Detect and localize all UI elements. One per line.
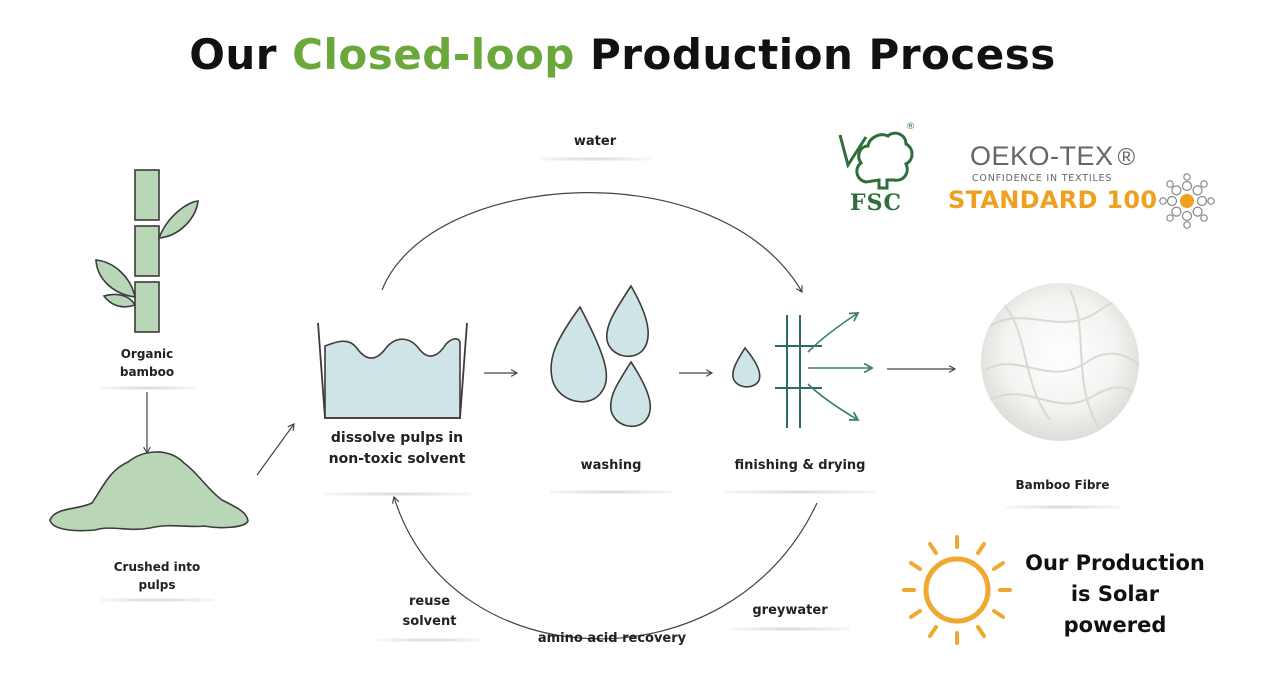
svg-text:®: ® (906, 122, 915, 132)
pulp-icon (49, 451, 249, 532)
arrow-return-loop (391, 495, 818, 640)
bamboo-fibre-image (981, 283, 1139, 441)
label-organic-bamboo: Organic bamboo (119, 347, 175, 379)
oeko-tex-brand: OEKO-TEX® (970, 141, 1136, 172)
label-crushed-pulps: Crushed into pulps (113, 560, 201, 592)
label-bamboo-fibre: Bamboo Fibre (1015, 478, 1110, 492)
label-amino-acid: amino acid recovery (537, 631, 687, 646)
bamboo-icon (95, 169, 199, 333)
oeko-tex-brand-name: OEKO-TEX (970, 141, 1114, 171)
oeko-tex-reg: ® (1117, 144, 1136, 171)
label-dissolve: dissolve pulps in non-toxic solvent (328, 430, 466, 467)
page-title: Our Closed-loop Production Process (0, 30, 1245, 79)
label-water-underline (540, 157, 650, 161)
arrow-water-loop (381, 192, 803, 294)
label-reuse-solvent: reuse solvent (402, 594, 457, 629)
label-greywater-underline (730, 627, 850, 631)
label-finishing-drying: finishing & drying (734, 458, 866, 473)
arrow-pulp-to-dissolve (256, 423, 295, 476)
label-washing-underline (550, 490, 672, 494)
label-bamboo-underline (100, 386, 196, 390)
label-finishing-underline (725, 490, 875, 494)
label-reuse-underline (377, 638, 482, 642)
fsc-tree-check-icon: ® (838, 122, 915, 190)
label-washing: washing (580, 458, 642, 473)
fsc-logo-text: FSC (850, 190, 903, 216)
solar-powered-text: Our Production is Solar powered (1025, 551, 1205, 637)
water-drops-icon (550, 284, 652, 428)
label-greywater: greywater (752, 603, 828, 618)
title-highlight: Closed-loop (292, 30, 575, 79)
drying-icon (732, 312, 874, 428)
solvent-basin-icon (317, 322, 468, 419)
oeko-tex-tagline: CONFIDENCE IN TEXTILES (972, 173, 1113, 184)
oeko-tex-flower-icon (1159, 173, 1215, 229)
label-crushed-underline (100, 598, 214, 602)
title-prefix: Our (189, 30, 278, 79)
oeko-tex-standard: STANDARD 100 (948, 186, 1158, 214)
label-water: water (573, 134, 617, 149)
label-fibre-underline (1005, 505, 1120, 509)
sun-icon (902, 535, 1012, 645)
label-dissolve-underline (323, 492, 471, 496)
title-suffix: Production Process (590, 30, 1056, 79)
